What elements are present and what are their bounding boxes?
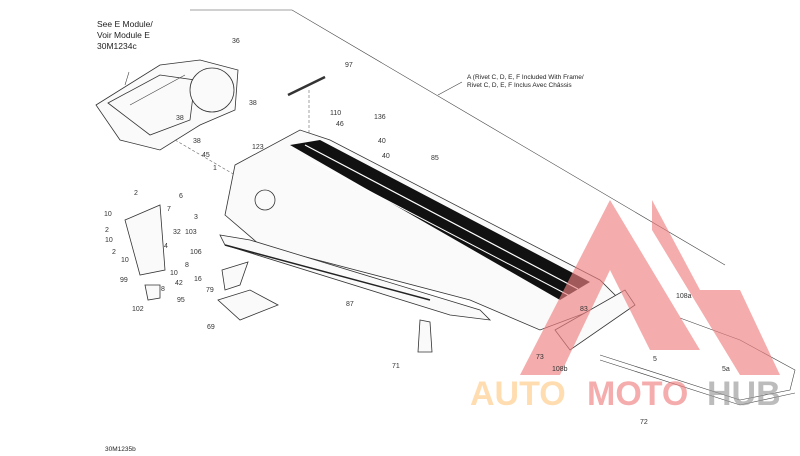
svg-text:HUB: HUB: [707, 375, 781, 413]
footrest-79: [221, 261, 249, 291]
rivet-note-leader: [437, 81, 463, 96]
callout: 8: [185, 262, 189, 269]
callout: 108b: [552, 366, 568, 373]
callout: 36: [232, 38, 240, 45]
callout: 1: [213, 165, 217, 172]
callout: 85: [431, 155, 439, 162]
callout: 2: [105, 227, 109, 234]
callout: 108a: [676, 293, 692, 300]
svg-text:AUTO: AUTO: [470, 375, 566, 413]
assembly-boundary-line: [190, 9, 726, 266]
front-module-frame: [95, 59, 239, 151]
bracket-102: [144, 284, 161, 301]
callout: 38: [176, 115, 184, 122]
callout: 103: [185, 229, 197, 236]
callout: 72: [640, 419, 648, 426]
footrest-69: [217, 289, 279, 321]
callout: 10: [170, 270, 178, 277]
callout: 5: [653, 356, 657, 363]
callout: 10: [121, 257, 129, 264]
module-ref-line1: See E Module/: [97, 19, 153, 29]
callout: 42: [175, 280, 183, 287]
strut-part: [287, 75, 326, 97]
callout-labels: 36 97 38 110 136 46 38 38 123 40 40 85 4…: [104, 38, 730, 426]
callout: 40: [378, 138, 386, 145]
callout: 4: [164, 243, 168, 250]
module-ref-line3: 30M1234c: [97, 41, 137, 51]
callout: 5a: [722, 366, 730, 373]
callout: 2: [112, 249, 116, 256]
callout: 7: [167, 206, 171, 213]
assembly-dash-line: [174, 139, 236, 176]
callout: 46: [336, 121, 344, 128]
callout: 38: [193, 138, 201, 145]
rivet-note-line1: A (Rivet C, D, E, F Included With Frame/: [467, 74, 584, 81]
rear-bumper-edge: [599, 359, 796, 406]
callout: 45: [202, 152, 210, 159]
rivet-note-line2: Rivet C, D, E, F Inclus Avec Châssis: [467, 82, 572, 89]
callout: 73: [536, 354, 544, 361]
callout: 95: [177, 297, 185, 304]
callout: 83: [580, 306, 588, 313]
callout: 71: [392, 363, 400, 370]
callout: 10: [105, 237, 113, 244]
callout: 10: [104, 211, 112, 218]
callout: 123: [252, 144, 264, 151]
callout: 87: [346, 301, 354, 308]
callout: 110: [330, 110, 341, 117]
callout: 99: [120, 277, 128, 284]
callout: 6: [179, 193, 183, 200]
callout: 2: [134, 190, 138, 197]
callout: 69: [207, 324, 215, 331]
module-ref-line2: Voir Module E: [97, 30, 150, 40]
callout: 102: [132, 306, 144, 313]
callout: 32: [173, 229, 181, 236]
callout: 97: [345, 62, 353, 69]
callout: 38: [249, 100, 257, 107]
callout: 8: [161, 286, 165, 293]
callout: 106: [190, 249, 202, 256]
callout: 16: [194, 276, 202, 283]
callout: 79: [206, 287, 214, 294]
watermark-logo: AUTO MOTO HUB: [470, 200, 781, 413]
callout: 3: [194, 214, 198, 221]
callout: 40: [382, 153, 390, 160]
front-bracket: [124, 204, 166, 276]
callout: 136: [374, 114, 386, 121]
tunnel-frame: [219, 129, 621, 331]
svg-text:MOTO: MOTO: [587, 375, 688, 413]
figure-id: 30M1235b: [105, 446, 136, 453]
bracket-71: [417, 319, 433, 353]
